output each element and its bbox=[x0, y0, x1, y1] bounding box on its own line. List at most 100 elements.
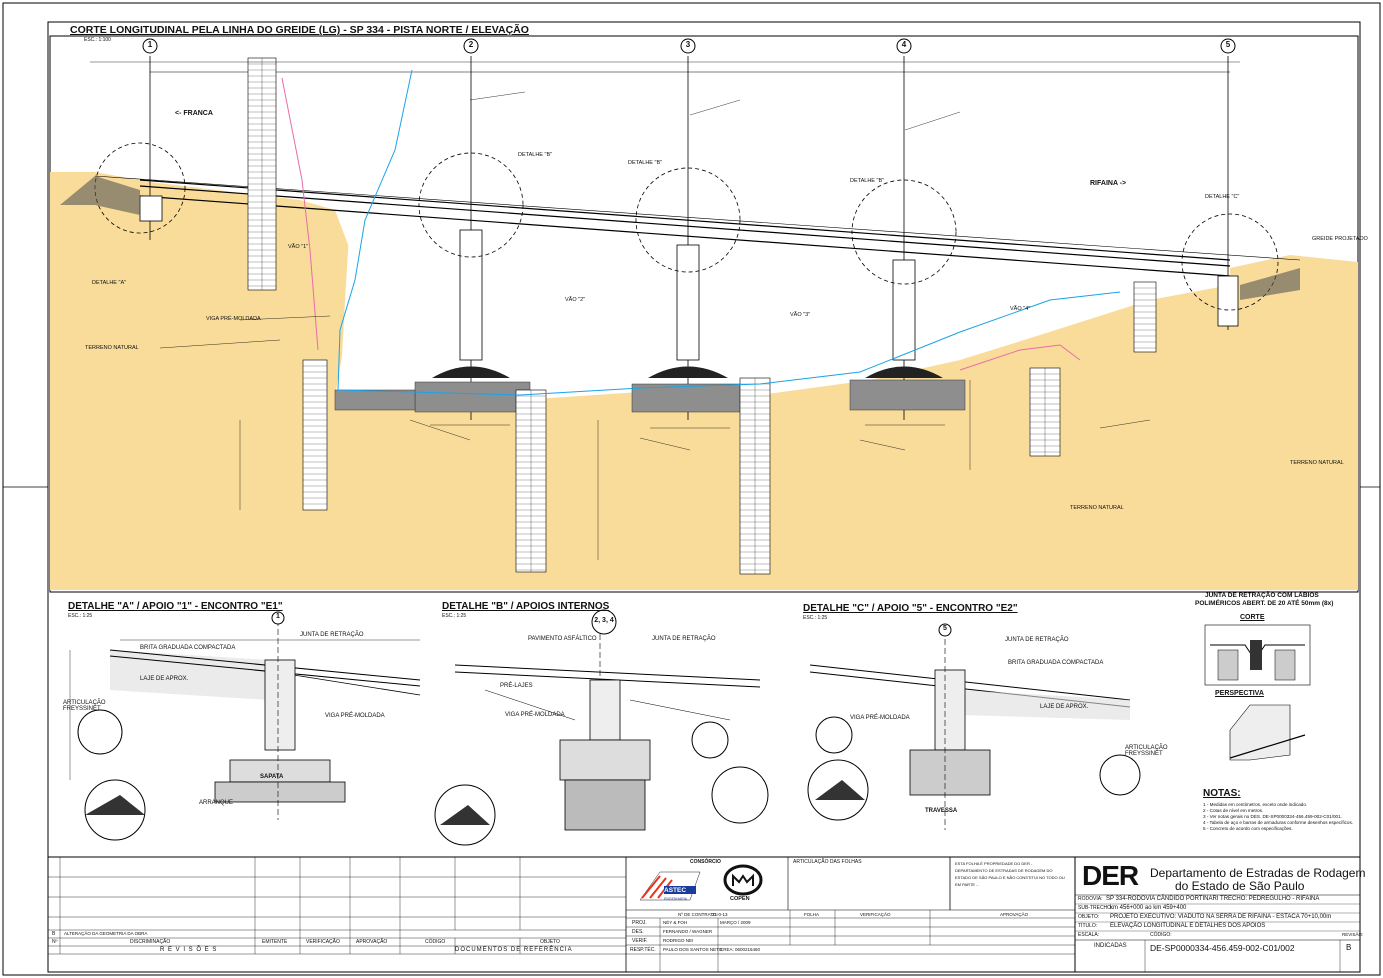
detail-b-pre-lajes: PRÉ-LAJES bbox=[500, 683, 533, 689]
rodovia-value: SP 334-RODOVIA CÂNDIDO PORTINARI TRECHO:… bbox=[1106, 896, 1320, 902]
revisao-value: B bbox=[1346, 943, 1352, 952]
detail-a-arranque: ARRANQUE bbox=[199, 800, 234, 806]
detail-c-circle-label: 5 bbox=[943, 625, 947, 632]
revisao-key: REVISÃO: bbox=[1342, 932, 1364, 937]
revisoes-label: R E V I S Õ E S bbox=[160, 947, 218, 953]
terreno-natural-left: TERRENO NATURAL bbox=[85, 345, 139, 351]
der-name-1: Departamento de Estradas de Rodagem bbox=[1150, 866, 1366, 880]
codigo-key: CÓDIGO: bbox=[1150, 932, 1172, 938]
detail-a-articulacao: ARTICULAÇÃO FREYSSINET bbox=[63, 700, 106, 712]
greide-label: GREIDE PROJETADO bbox=[1312, 236, 1368, 242]
terreno-natural-right: TERRENO NATURAL bbox=[1290, 460, 1344, 466]
junta-detail-drawing bbox=[1204, 624, 1311, 761]
vao-4: VÃO "4" bbox=[1010, 306, 1031, 312]
rev-header-aprovacao: APROVAÇÃO bbox=[356, 939, 388, 945]
objeto-key: OBJETO: bbox=[1078, 914, 1100, 920]
viga-premoldada-label: VIGA PRÉ-MOLDADA bbox=[206, 316, 261, 322]
detail-b-pavimento: PAVIMENTO ASFÁLTICO bbox=[528, 636, 597, 642]
detail-c-travessa: TRAVESSA bbox=[925, 808, 958, 814]
logo-copen: COPEN bbox=[730, 896, 750, 902]
detail-b-scale: ESC.: 1:25 bbox=[442, 613, 467, 619]
rev-header-emitente: EMITENTE bbox=[262, 939, 288, 945]
der-name-2: do Estado de São Paulo bbox=[1175, 879, 1305, 893]
detail-c-articulacao: ARTICULAÇÃO FREYSSINET bbox=[1125, 745, 1168, 757]
crea-value: CREA: 0600216460 bbox=[720, 947, 761, 952]
detail-b-circle-label: 2, 3, 4 bbox=[594, 617, 614, 624]
support-3-label: 3 bbox=[685, 40, 691, 49]
codigo-value: DE-SP0000334-456.459-002-C01/002 bbox=[1150, 943, 1295, 953]
main-elevation bbox=[49, 35, 1359, 593]
der-logo: DER bbox=[1082, 860, 1139, 891]
vao-3: VÃO "3" bbox=[790, 312, 811, 318]
vao-1: VÃO "1" bbox=[288, 244, 309, 250]
junta-title-2: POLIMÉRICOS ABERT. DE 20 ATÉ 50mm (8x) bbox=[1195, 600, 1334, 607]
detail-a-junta: JUNTA DE RETRAÇÃO bbox=[300, 632, 364, 638]
documentos-referencia-label: DOCUMENTOS DE REFERÊNCIA bbox=[455, 947, 573, 953]
subtrecho-value: km 456+000 ao km 459+400 bbox=[1110, 905, 1187, 911]
revision-b-text: ALTERAÇÃO DA GEOMETRIA DA OBRA bbox=[64, 931, 148, 936]
detalhe-b-ref-3: DETALHE "B" bbox=[850, 178, 885, 184]
titulo-key: TÍTULO: bbox=[1078, 923, 1098, 929]
detail-b-drawing bbox=[434, 609, 769, 846]
soil-left bbox=[50, 172, 1358, 590]
subtrecho-key: SUB-TRECHO: bbox=[1078, 905, 1113, 911]
proj-key: PROJ. bbox=[632, 920, 647, 926]
escala-key: ESCALA: bbox=[1078, 932, 1100, 938]
resp-tec-key: RESP.TÉC. bbox=[630, 947, 656, 953]
titulo-value: ELEVAÇÃO LONGITUDINAL E DETALHES DOS APO… bbox=[1110, 923, 1266, 929]
support-2-label: 2 bbox=[468, 40, 474, 49]
detail-c-title: DETALHE "C" / APOIO "5" - ENCONTRO "E2" bbox=[803, 603, 1018, 614]
folha-label: FOLHA bbox=[804, 912, 820, 917]
verif-key: VERIF. bbox=[632, 938, 648, 944]
support-5-label: 5 bbox=[1225, 40, 1231, 49]
owner-notice: ESTA FOLHA É PROPRIEDADE DO DER - DEPART… bbox=[955, 861, 1065, 887]
rev-header-objeto: OBJETO bbox=[540, 939, 560, 945]
verificacao-label: VERIFICAÇÃO bbox=[860, 912, 891, 917]
detail-c-junta: JUNTA DE RETRAÇÃO bbox=[1005, 637, 1069, 643]
detalhe-c-ref: DETALHE "C" bbox=[1205, 194, 1240, 200]
detail-a-drawing bbox=[69, 611, 421, 841]
consortium-logos bbox=[639, 864, 763, 901]
note-1: 1 - Medidas em centímetros, exceto onde … bbox=[1203, 802, 1308, 807]
notes-title: NOTAS: bbox=[1203, 788, 1241, 799]
detail-b-title: DETALHE "B" / APOIOS INTERNOS bbox=[442, 601, 610, 612]
rev-header-discriminacao: DISCRIMINAÇÃO bbox=[130, 939, 171, 945]
detail-c-laje-aprox: LAJE DE APROX. bbox=[1040, 704, 1089, 710]
title-block bbox=[47, 856, 1361, 973]
detail-c-drawing bbox=[807, 623, 1141, 830]
contrato-value: 21-0-13 bbox=[712, 912, 728, 917]
detail-c-viga: VIGA PRÉ-MOLDADA bbox=[850, 715, 910, 721]
rev-header-n: Nº bbox=[52, 939, 58, 945]
objeto-value: PROJETO EXECUTIVO: VIADUTO NA SERRA DE R… bbox=[1110, 914, 1332, 920]
detail-c-scale: ESC.: 1:25 bbox=[803, 615, 828, 621]
contrato-key: Nº DE CONTRATO: bbox=[678, 912, 718, 917]
verif-value: RODRIGO NEI bbox=[663, 938, 694, 943]
des-value: FERNANDO / WAGNER bbox=[663, 929, 713, 934]
junta-corte: CORTE bbox=[1240, 614, 1265, 621]
proj-value: NÉY & FOH bbox=[663, 920, 688, 925]
detail-a-circle-label: 1 bbox=[276, 613, 280, 620]
detalhe-b-ref-2: DETALHE "B" bbox=[628, 160, 663, 166]
main-section-scale: ESC.: 1:100 bbox=[84, 37, 111, 43]
detail-b-viga: VIGA PRÉ-MOLDADA bbox=[505, 712, 565, 718]
support-4-label: 4 bbox=[901, 40, 907, 49]
detail-a-brita: BRITA GRADUADA COMPACTADA bbox=[140, 645, 236, 651]
note-3: 3 - Ver notas gerais no DES. DE-SP000033… bbox=[1203, 814, 1342, 819]
note-4: 4 - Tabela de aço e barras de armaduras … bbox=[1203, 820, 1354, 825]
detalhe-a-ref: DETALHE "A" bbox=[92, 280, 127, 286]
rev-header-verificacao: VERIFICAÇÃO bbox=[306, 939, 340, 945]
detail-b-junta: JUNTA DE RETRAÇÃO bbox=[652, 636, 716, 642]
main-section-title: CORTE LONGITUDINAL PELA LINHA DO GREIDE … bbox=[70, 24, 529, 36]
aprovacao-label: APROVAÇÃO bbox=[1000, 912, 1029, 917]
support-markers bbox=[142, 38, 1236, 54]
terreno-natural-bottom: TERRENO NATURAL bbox=[1070, 505, 1124, 511]
vao-2: VÃO "2" bbox=[565, 297, 586, 303]
detail-c-brita: BRITA GRADUADA COMPACTADA bbox=[1008, 660, 1104, 666]
detail-a-scale: ESC.: 1:25 bbox=[68, 613, 93, 619]
articulacao-folhas: ARTICULAÇÃO DAS FOLHAS bbox=[793, 859, 862, 865]
detalhe-b-ref-1: DETALHE "B" bbox=[518, 152, 553, 158]
detail-a-laje-aprox: LAJE DE APROX. bbox=[140, 676, 189, 682]
des-key: DES. bbox=[632, 929, 644, 935]
rodovia-key: RODOVIA: bbox=[1078, 896, 1103, 902]
